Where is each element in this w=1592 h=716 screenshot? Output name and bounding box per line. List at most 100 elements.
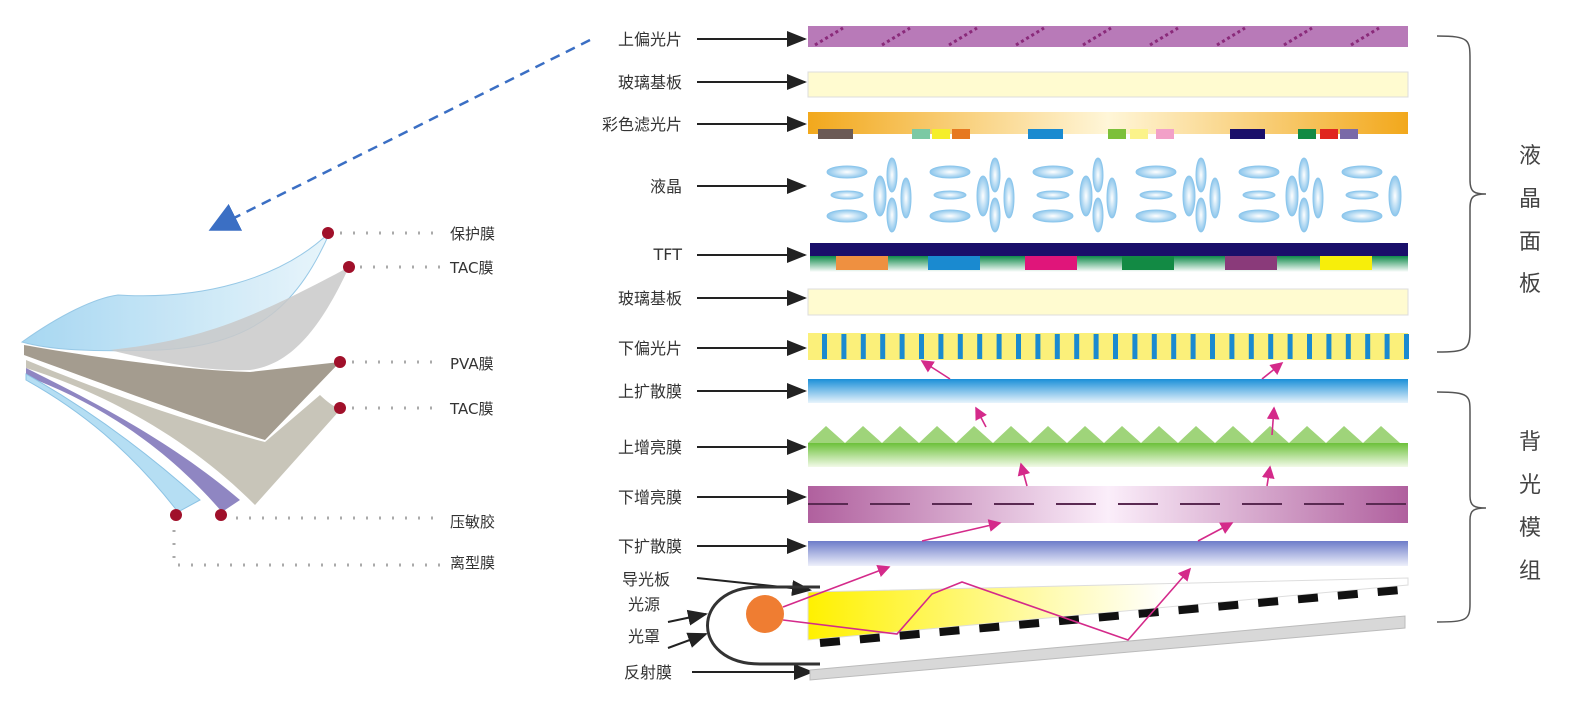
label-upper-brightness-film: 上增亮膜: [618, 438, 682, 457]
layer-reflector-film: [809, 615, 1406, 681]
polarizer-stripe: [1404, 334, 1409, 359]
prism-ridge: [956, 426, 993, 443]
polarizer-stripe: [1229, 334, 1235, 359]
polarizer-stripe: [1035, 334, 1041, 359]
prism-ridge: [1289, 426, 1326, 443]
lamp-cover: [706, 585, 820, 666]
liquid-crystal-molecule: [1036, 190, 1070, 200]
polarizer-stripe: [977, 334, 983, 359]
layer-glass-substrate-bottom: [807, 288, 1409, 316]
light-guide-dots: [819, 586, 1401, 647]
layer-light-guide-plate: [807, 577, 1409, 641]
polarizer-stripe: [1326, 334, 1332, 359]
polarizer-callouts: [170, 227, 355, 521]
label-light-guide-plate: 导光板: [622, 570, 670, 589]
liquid-crystal-molecule: [1003, 177, 1015, 219]
prism-ridge: [1141, 426, 1178, 443]
callout-dot: [334, 402, 346, 414]
layer-liquid-crystal: [826, 157, 1402, 233]
label-lower-diffuser: 下扩散膜: [618, 537, 682, 556]
prism-ridge: [808, 426, 845, 443]
liquid-crystal-molecule: [886, 157, 898, 193]
callout-dot: [322, 227, 334, 239]
liquid-crystal-molecule: [1298, 157, 1310, 193]
polarizer-stripe: [1287, 334, 1293, 359]
polarizer-stripe: [1365, 334, 1371, 359]
prism-ridge: [1104, 426, 1141, 443]
polarizer-stripe: [1093, 334, 1099, 359]
color-filter-subpixel: [1108, 129, 1126, 139]
label-protective-film: 保护膜: [450, 225, 495, 243]
polarizer-stripe: [919, 334, 924, 359]
prism-ridge: [1326, 426, 1363, 443]
label-light-source: 光源: [628, 595, 660, 614]
label-upper-diffuser: 上扩散膜: [618, 382, 682, 401]
polarizer-stripe: [880, 334, 886, 359]
liquid-crystal-molecule: [1135, 209, 1177, 223]
group-label-lcd-panel-4: 板: [1519, 272, 1541, 297]
liquid-crystal-molecule: [933, 190, 967, 200]
polarizer-stripe: [996, 334, 1002, 359]
polarizer-stripe: [1190, 334, 1196, 359]
color-filter-subpixel: [912, 129, 930, 139]
polarizer-stripe: [1248, 334, 1254, 359]
liquid-crystal-molecule: [1285, 175, 1299, 217]
prism-ridge: [1067, 426, 1104, 443]
polarizer-stripe: [1384, 334, 1390, 359]
polarizer-film-illustration: [20, 231, 349, 513]
prism-ridge: [1363, 426, 1400, 443]
polarizer-stripe: [841, 334, 847, 359]
label-lamp-cover: 光罩: [628, 627, 660, 646]
liquid-crystal-molecule: [873, 175, 887, 217]
label-glass-substrate-bottom: 玻璃基板: [618, 289, 682, 308]
label-pva-film: PVA膜: [450, 355, 494, 373]
liquid-crystal-molecule: [989, 157, 1001, 193]
liquid-crystal-molecule: [830, 190, 864, 200]
liquid-crystal-molecule: [1238, 209, 1280, 223]
liquid-crystal-molecule: [1209, 177, 1221, 219]
liquid-crystal-molecule: [1079, 175, 1093, 217]
color-filter-subpixel: [932, 129, 950, 139]
label-liquid-crystal: 液晶: [650, 177, 682, 196]
label-tac-film-bottom: TAC膜: [449, 400, 493, 418]
group-label-backlight-2: 光: [1519, 473, 1541, 498]
callout-dot: [170, 509, 182, 521]
group-label-lcd-panel-1: 液: [1519, 144, 1541, 169]
callout-dot: [215, 509, 227, 521]
color-filter-subpixel: [1340, 129, 1358, 139]
light-source-icon: [746, 595, 784, 633]
polarizer-stripe: [1113, 334, 1118, 359]
tft-pixel: [1320, 256, 1372, 270]
liquid-crystal-molecule: [929, 165, 971, 179]
group-label-backlight-3: 模: [1519, 516, 1541, 541]
polarizer-stripe: [1054, 334, 1060, 359]
polarizer-stripe: [899, 334, 905, 359]
label-reflector-film: 反射膜: [624, 663, 672, 682]
tft-pixel: [928, 256, 980, 270]
polarizer-stripe: [1132, 334, 1138, 359]
light-rays-upward: [920, 360, 1284, 542]
layer-upper-brightness-film: [808, 426, 1408, 467]
layer-tft: [810, 243, 1408, 272]
tft-pixel: [1225, 256, 1277, 270]
color-filter-subpixel: [1130, 129, 1148, 139]
brace-lcd-panel: [1436, 35, 1487, 353]
liquid-crystal-molecule: [900, 177, 912, 219]
prism-ridge: [993, 426, 1030, 443]
liquid-crystal-molecule: [1135, 165, 1177, 179]
liquid-crystal-molecule: [826, 165, 868, 179]
liquid-crystal-molecule: [1388, 175, 1402, 217]
color-filter-subpixel: [1230, 129, 1265, 139]
tft-pixel: [1025, 256, 1077, 270]
liquid-crystal-molecule: [1092, 157, 1104, 193]
liquid-crystal-molecule: [1032, 209, 1074, 223]
layer-lower-diffuser: [808, 541, 1408, 566]
polarizer-stripe: [957, 334, 963, 359]
group-label-backlight-4: 组: [1519, 559, 1541, 584]
color-filter-subpixel: [1298, 129, 1316, 139]
polarizer-stripe: [1210, 334, 1215, 359]
polarizer-stripe: [1307, 334, 1312, 359]
tft-pixel: [836, 256, 888, 270]
liquid-crystal-molecule: [976, 175, 990, 217]
color-filter-subpixel: [818, 129, 853, 139]
